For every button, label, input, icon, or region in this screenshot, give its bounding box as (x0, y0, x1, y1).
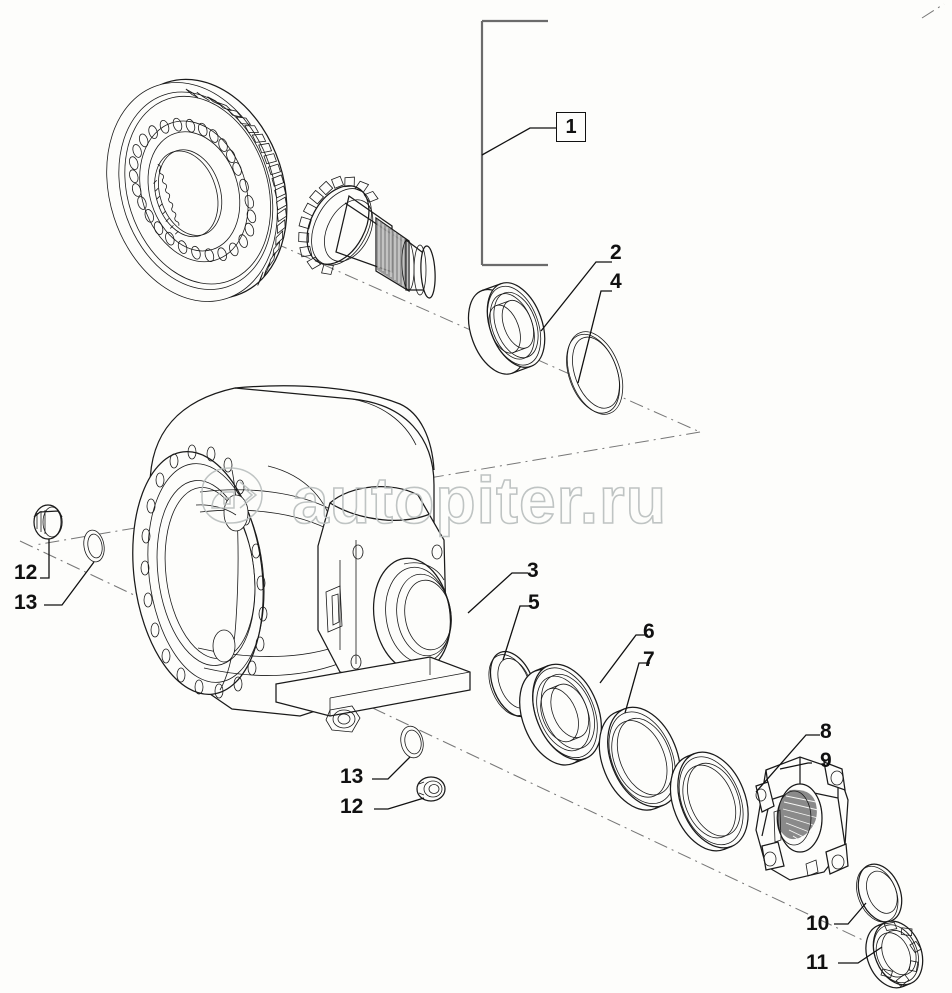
callout-7[interactable]: 7 (643, 648, 655, 671)
sealing-ring-lower (400, 725, 424, 759)
spline-section (375, 216, 415, 293)
bearing-shim-ring (566, 331, 624, 415)
ring-gear (106, 78, 288, 302)
inner-pinion-bearing (519, 663, 602, 766)
callout-4[interactable]: 4 (610, 270, 622, 293)
callout-5[interactable]: 5 (528, 591, 540, 614)
carrier-housing (132, 385, 471, 733)
pinion-oil-seal (598, 706, 681, 811)
watermark: autopiter.ru (201, 462, 667, 538)
callout-12-upper[interactable]: 12 (14, 561, 38, 584)
slotted-castle-nut (865, 920, 924, 989)
pinion-gear-shaft (298, 175, 436, 299)
callout-1[interactable]: 1 (556, 112, 586, 142)
sealing-ring-upper-left (83, 529, 105, 563)
drive-flange-yoke (755, 756, 849, 881)
leader-lines (40, 19, 883, 964)
callout-3[interactable]: 3 (527, 559, 539, 582)
callout-11[interactable]: 11 (806, 951, 829, 974)
flange-washer (856, 863, 903, 923)
pinion-boss (317, 485, 452, 687)
outer-pinion-bearing (467, 282, 546, 375)
callout-8[interactable]: 8 (820, 720, 832, 743)
callout-2[interactable]: 2 (610, 241, 622, 264)
callout-12-lower[interactable]: 12 (340, 795, 364, 818)
callout-10[interactable]: 10 (806, 912, 830, 935)
callout-6[interactable]: 6 (643, 620, 655, 643)
callout-13-lower[interactable]: 13 (340, 765, 364, 788)
svg-text:autopiter.ru: autopiter.ru (292, 463, 667, 537)
plug-lower (416, 776, 446, 802)
plug-upper-left (33, 504, 63, 540)
callout-13-upper[interactable]: 13 (14, 591, 38, 614)
callout-9[interactable]: 9 (820, 749, 832, 772)
seal-ring (669, 751, 749, 852)
